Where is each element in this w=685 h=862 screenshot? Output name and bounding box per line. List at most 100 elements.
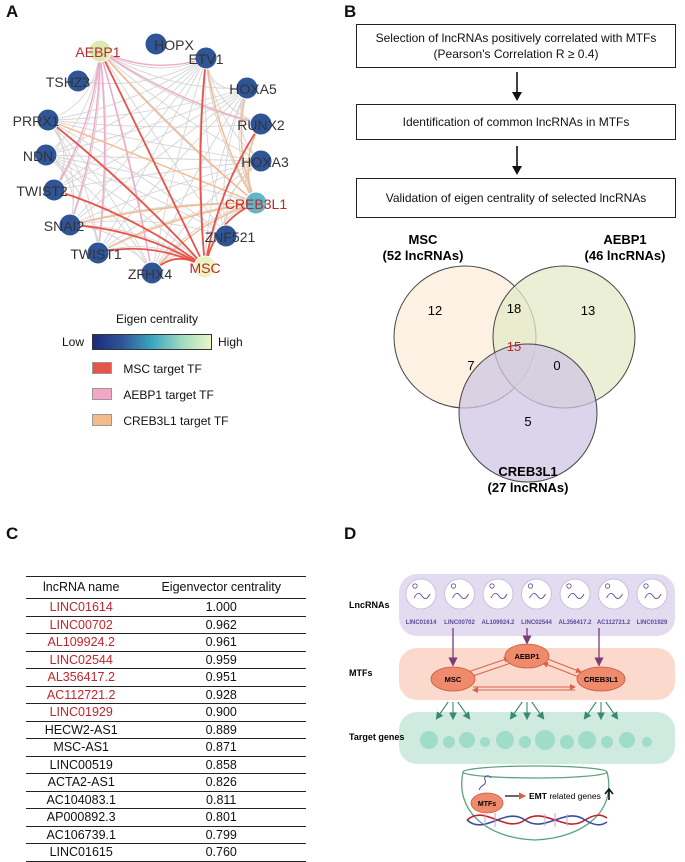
mtf-oval-creb3l1 [576, 666, 626, 692]
centrality-value-cell: 0.959 [136, 651, 306, 669]
network-node-label-tshz3: TSHZ3 [46, 74, 91, 90]
legend-swatch-msc [92, 362, 112, 374]
lncrna-strand-icon [644, 593, 662, 599]
venn-set-aebp1-name: AEBP1 [603, 232, 646, 247]
venn-region-creb3l1-only: 5 [524, 414, 531, 429]
network-node-label-hoxa3: HOXA3 [241, 154, 289, 170]
lncrna-name-cell: AL109924.2 [26, 633, 137, 652]
lncrna-bubble [482, 578, 514, 610]
mtf-label-aebp1: AEBP1 [514, 652, 539, 661]
network-node-hoxa5 [235, 76, 259, 100]
mtf-label-msc: MSC [445, 675, 462, 684]
centrality-value-cell: 0.962 [136, 616, 306, 634]
cell-emt-text: EMT related genes [529, 791, 601, 801]
mtf-target-arrow [509, 701, 523, 720]
venn-set-msc-name: MSC [409, 232, 439, 247]
network-target-edges [46, 49, 263, 275]
lncrna-loop-icon [412, 583, 418, 589]
network-node-zfhx4 [140, 261, 164, 285]
venn-region-all-three: 15 [507, 339, 521, 354]
lncrna-bubble [521, 578, 552, 610]
venn-set-aebp1-count: (46 lncRNAs) [585, 248, 666, 263]
mtf-to-target-arrows [435, 701, 619, 721]
network-edge-gray [69, 50, 101, 226]
network-edge-target [96, 202, 257, 254]
network-edge-gray [45, 154, 101, 254]
lncrna-strand-icon [567, 593, 585, 599]
lncrna-name-cell: LINC01614 [26, 598, 137, 617]
legend-high: High [218, 335, 243, 349]
network-edge-gray [77, 57, 207, 85]
lncrna-strand-icon [529, 593, 546, 599]
panel-letter-c: C [6, 524, 19, 543]
mtf-target-arrow [605, 701, 619, 720]
table-header-row: lncRNA name Eigenvector centrality [26, 576, 306, 599]
network-node-label-creb3l1: CREB3L1 [225, 196, 287, 212]
network-node-label-hopx: HOPX [154, 37, 194, 53]
legend-title: Eigen centrality [116, 312, 199, 326]
mtf-target-arrow [531, 701, 545, 720]
network-node-hopx [144, 32, 168, 56]
network-edge-target [199, 56, 211, 268]
network-edge-gray [99, 50, 248, 91]
target-gene-sphere [535, 730, 555, 750]
mtf-ovals: MSC AEBP1 CREB3L1 [430, 643, 626, 693]
network-edge-gray [47, 119, 262, 164]
network-node-label-zfhx4: ZFHX4 [128, 266, 173, 282]
network-edge-gray [99, 50, 207, 69]
lncrna-loop-icon [604, 583, 611, 589]
target-gene-sphere [420, 731, 438, 749]
legend-label-msc: MSC target TF [123, 362, 202, 376]
network-node-tshz3 [66, 69, 90, 93]
network-node-label-twist2: TWIST2 [16, 183, 68, 199]
mtf-label-creb3l1: CREB3L1 [584, 675, 618, 684]
target-gene-sphere [601, 736, 613, 748]
network-edge-target [204, 122, 263, 268]
target-gene-sphere [578, 731, 596, 749]
lncrna-label: AL109924.2 [481, 620, 515, 626]
network-edge-target [53, 50, 101, 192]
lncrna-label: LINC00702 [444, 620, 475, 626]
network-edge-target [240, 86, 257, 204]
lncrna-loop-icon [527, 583, 534, 589]
centrality-gradient [92, 334, 212, 350]
network-node-msc [193, 255, 217, 279]
network-node-prrx1 [36, 108, 60, 132]
network-edge-target [99, 50, 155, 275]
flow-step-1: Selection of lncRNAs positively correlat… [356, 24, 676, 68]
target-gene-sphere [496, 731, 514, 749]
centrality-value-cell: 0.871 [136, 738, 306, 757]
venn-region-msc-only: 12 [428, 303, 442, 318]
centrality-value-cell: 0.799 [136, 826, 306, 844]
network-node-label-twist1: TWIST1 [70, 246, 122, 262]
network-node-etv1 [194, 46, 218, 70]
legend-label-creb3l1: CREB3L1 target TF [123, 414, 229, 428]
network-legend: Eigen centrality Low High MSC target TF … [62, 312, 280, 432]
row-label-mtfs: MTFs [349, 668, 373, 678]
target-gene-sphere [459, 732, 475, 748]
lncrna-bubble [598, 578, 629, 610]
lncrna-label: LINC01929 [637, 620, 668, 626]
mtf-target-arrow [435, 701, 449, 720]
lncrna-name-cell: LINC00519 [26, 756, 137, 774]
network-node-label-msc: MSC [189, 260, 220, 276]
network-edge-gray [53, 87, 248, 191]
venn-diagram: MSC (52 lncRNAs) AEBP1 (46 lncRNAs) CREB… [383, 232, 666, 495]
venn-region-aebp1-only: 13 [581, 303, 595, 318]
eigenvector-table: lncRNA name Eigenvector centrality LINC0… [26, 576, 306, 862]
network-edge-target [202, 56, 257, 204]
flow-arrows [512, 72, 522, 175]
lncrna-strand-icon [413, 593, 431, 599]
